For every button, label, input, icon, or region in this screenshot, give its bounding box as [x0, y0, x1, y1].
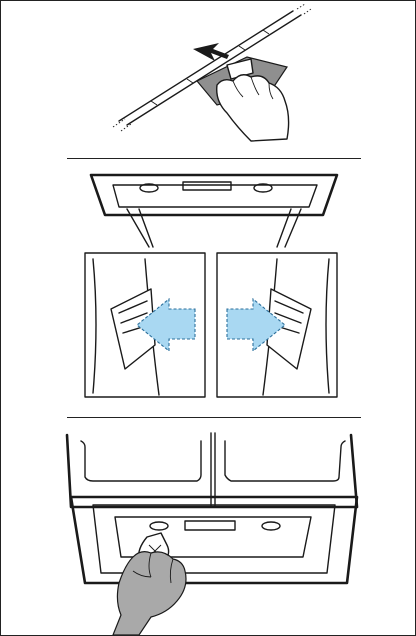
light-cover-illustration [1, 163, 415, 413]
hood-outline [71, 497, 357, 583]
cabinet-door-left [81, 441, 201, 481]
hood-body [91, 175, 337, 215]
filter-removal-drawing [1, 1, 415, 151]
bulb-replacement-drawing [1, 421, 415, 635]
filter-removal-illustration [1, 1, 415, 151]
bulb-replacement-illustration [1, 421, 415, 635]
bulb-socket-left [150, 522, 168, 530]
divider-2 [67, 417, 361, 418]
light-cover-drawing [1, 163, 415, 413]
control-panel-bottom [185, 521, 235, 530]
cabinet-door-right [225, 441, 345, 481]
bulb-socket-right [262, 522, 280, 530]
hood-inner-panel [113, 185, 317, 207]
push-arrow-icon [193, 43, 229, 61]
hand [217, 75, 289, 141]
control-panel [183, 182, 231, 190]
divider-1 [67, 158, 361, 159]
gloved-hand [113, 552, 186, 635]
